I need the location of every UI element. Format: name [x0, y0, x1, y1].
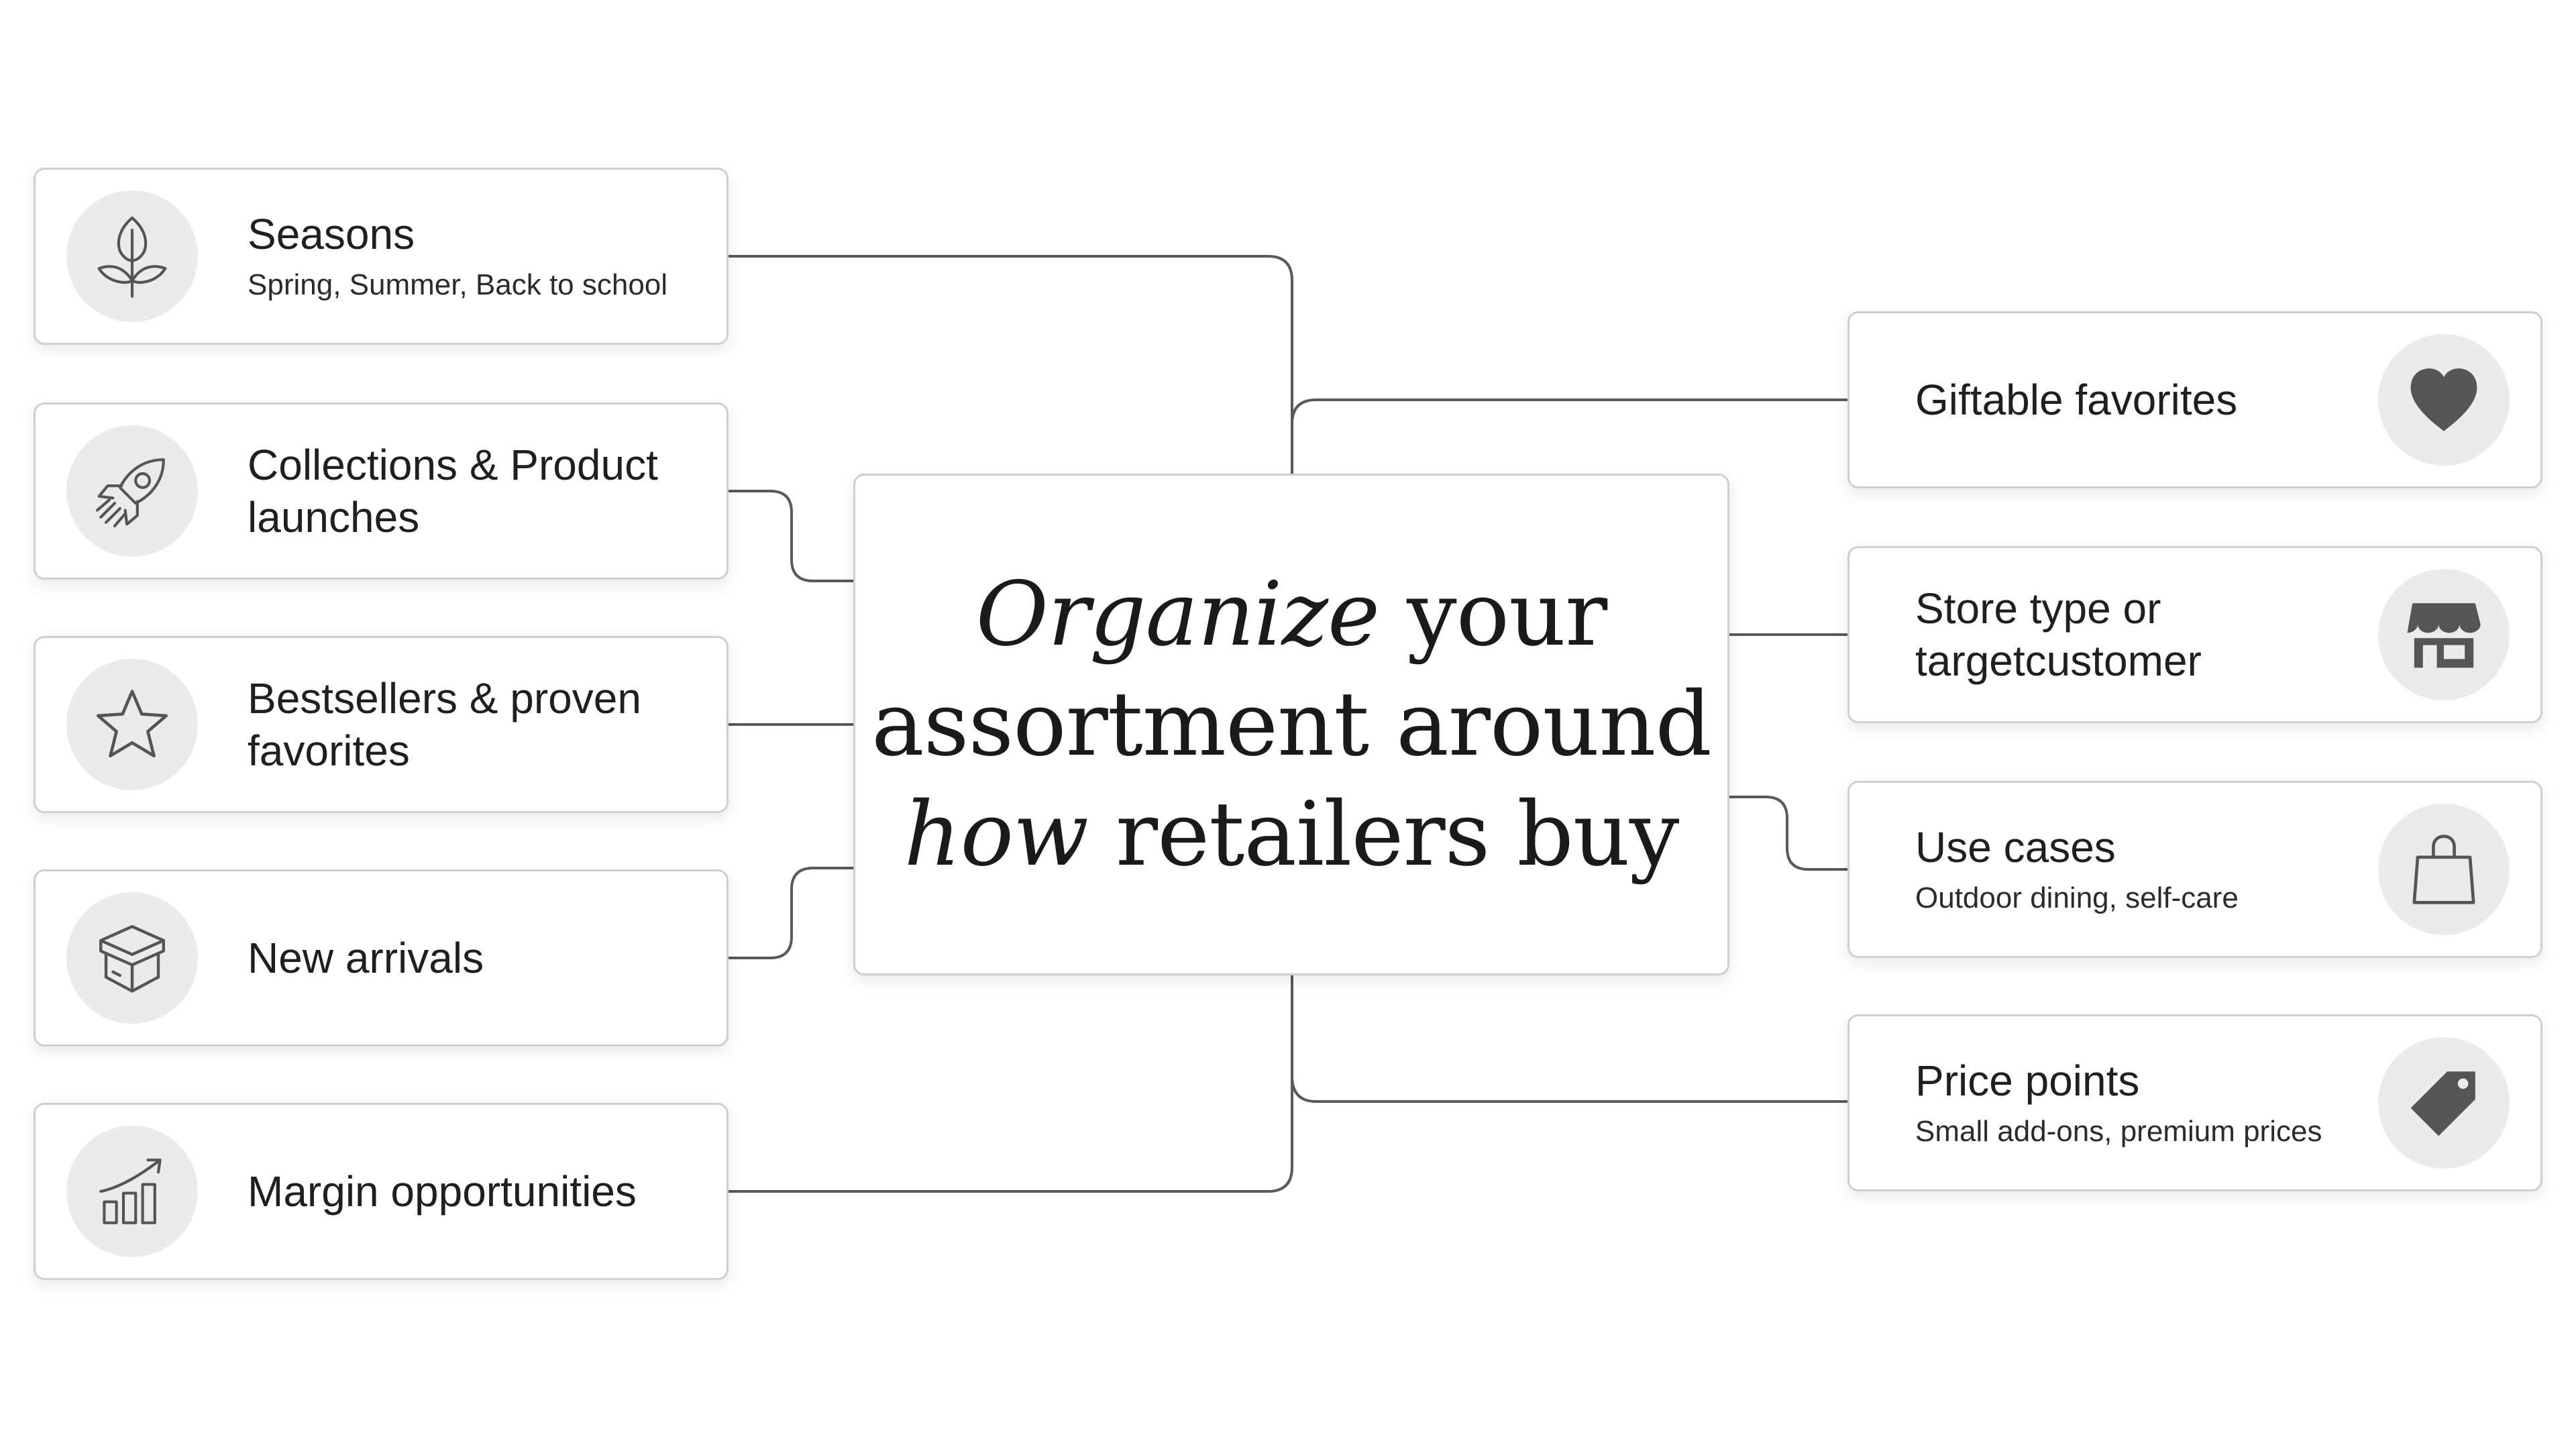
heading-italic-word: Organize [975, 563, 1380, 666]
card-subtitle: Outdoor dining, self-care [1915, 881, 2239, 914]
category-card-price-points: Price points Small add-ons, premium pric… [1847, 1014, 2542, 1191]
card-title: Store type or targetcustomer [1915, 584, 2202, 685]
card-title: Collections & Product launches [248, 441, 658, 541]
category-card-new-arrivals: New arrivals [34, 869, 729, 1046]
growth-chart-icon [66, 1126, 198, 1257]
card-title: Use cases [1915, 823, 2116, 871]
card-title: New arrivals [248, 934, 484, 982]
heading-italic-word: how [904, 783, 1089, 886]
connector-use-cases [1729, 796, 1847, 871]
card-title: Price points [1915, 1057, 2140, 1105]
price-tag-icon [2378, 1037, 2510, 1169]
card-title: Seasons [248, 210, 415, 258]
star-icon [66, 659, 198, 790]
card-title: Margin opportunities [248, 1167, 637, 1216]
category-card-bestsellers: Bestsellers & proven favorites [34, 636, 729, 813]
central-heading-card: Organize your assortment around how reta… [853, 474, 1729, 975]
connector-price-points [1291, 975, 1847, 1103]
connector-margin [729, 975, 1293, 1193]
card-subtitle: Small add-ons, premium prices [1915, 1115, 2322, 1148]
heading-text: assortment around [871, 673, 1712, 776]
plant-sprout-icon [66, 191, 198, 322]
category-card-giftable: Giftable favorites [1847, 311, 2542, 488]
connector-collections [729, 490, 853, 582]
box-icon [66, 892, 198, 1024]
card-subtitle: Spring, Summer, Back to school [248, 268, 668, 301]
connector-new-arrivals [729, 867, 853, 959]
rocket-icon [66, 425, 198, 557]
central-heading: Organize your assortment around how reta… [871, 559, 1712, 890]
heart-icon [2378, 334, 2510, 466]
category-card-store-type: Store type or targetcustomer [1847, 546, 2542, 723]
category-card-use-cases: Use cases Outdoor dining, self-care [1847, 781, 2542, 958]
storefront-icon [2378, 569, 2510, 700]
shopping-bag-icon [2378, 804, 2510, 935]
heading-text: your [1379, 563, 1607, 666]
connector-giftable [1291, 398, 1847, 474]
category-card-collections: Collections & Product launches [34, 402, 729, 580]
category-card-seasons: Seasons Spring, Summer, Back to school [34, 168, 729, 345]
card-title: Giftable favorites [1915, 376, 2238, 424]
connector-seasons [729, 255, 1293, 474]
heading-text: retailers buy [1088, 783, 1679, 886]
card-title: Bestsellers & proven favorites [248, 674, 641, 775]
category-card-margin: Margin opportunities [34, 1103, 729, 1280]
